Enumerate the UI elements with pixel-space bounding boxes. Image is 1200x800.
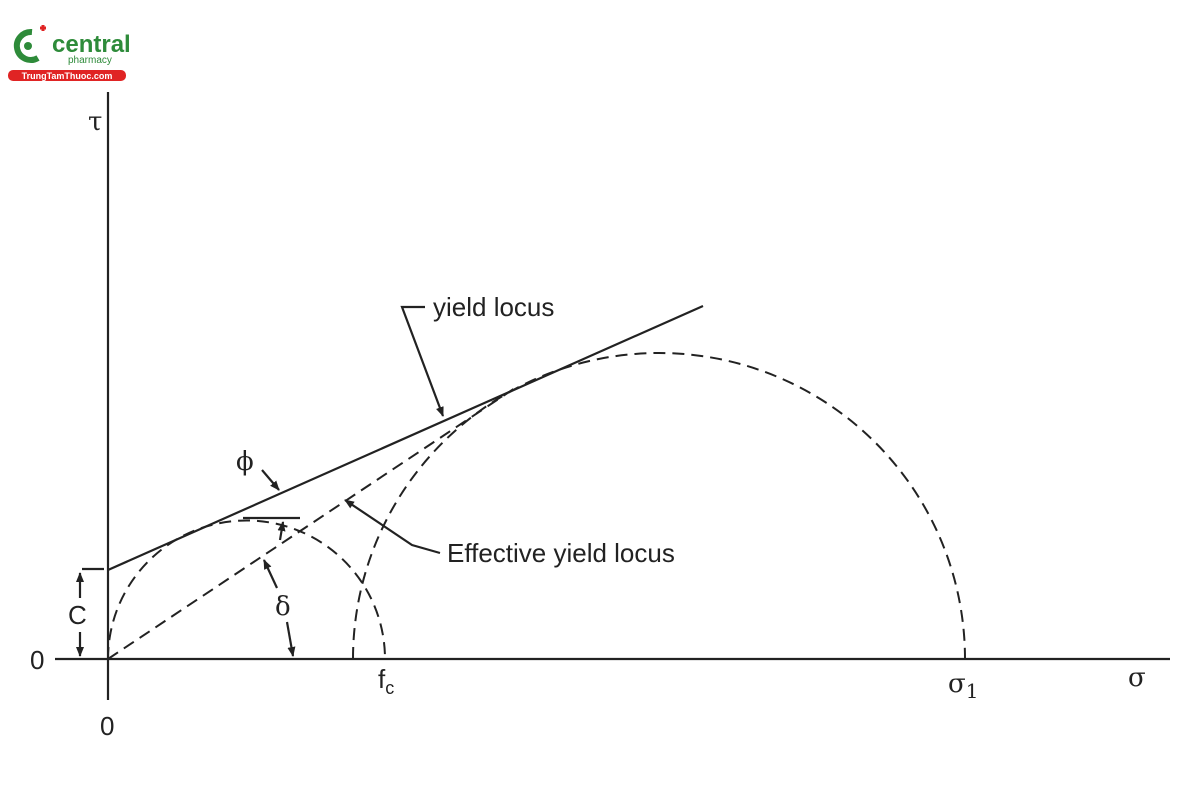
fc-label: fc (378, 664, 394, 698)
effective-yield-locus-line (107, 387, 516, 660)
logo-brand: central (52, 31, 131, 58)
phi-arrow (261, 469, 280, 491)
small-mohr-circle (107, 519, 386, 660)
delta-arrow-up (263, 559, 278, 589)
logo-sub: pharmacy (68, 55, 112, 66)
large-mohr-circle (352, 352, 966, 660)
yield-locus-label: yield locus (433, 292, 554, 322)
tau-label: τ (88, 107, 102, 137)
logo-site: TrungTamThuoc.com (22, 71, 113, 81)
origin-y-label: 0 (30, 645, 44, 675)
delta-label: δ (275, 592, 291, 622)
logo-c-icon (13, 28, 40, 63)
logo: central pharmacy TrungTamThuoc.com (8, 25, 131, 81)
origin-x-label: 0 (100, 711, 114, 741)
logo-cross-icon (40, 25, 46, 31)
small-angle-arrow (277, 521, 286, 541)
cohesion-label: C (68, 600, 87, 630)
effective-yield-locus-leader (344, 499, 441, 555)
yield-locus-leader (400, 305, 445, 417)
sigma-label: σ (1128, 663, 1146, 693)
yield-locus-line (107, 304, 704, 572)
delta-arrow-down (285, 621, 296, 657)
effective-yield-locus-label: Effective yield locus (447, 538, 675, 568)
phi-label: ϕ (236, 447, 254, 477)
sigma1-label: σ1 (948, 669, 978, 703)
